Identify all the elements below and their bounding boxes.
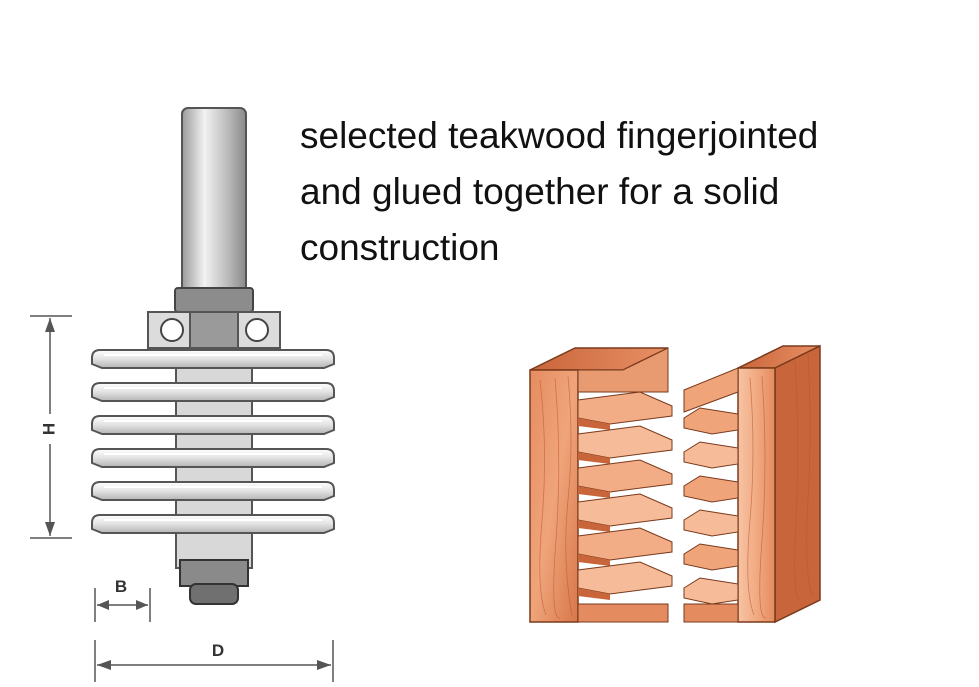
left-finger [577, 493, 673, 527]
left-finger [577, 391, 673, 425]
left-finger [577, 425, 673, 459]
left-finger-shadow [578, 520, 610, 532]
dimension-h-label: H [39, 423, 58, 435]
dimension-d-label: D [212, 641, 224, 660]
left-finger-shadow [578, 418, 610, 430]
left-block-fingers [577, 391, 673, 600]
description-line-2: and glued together for a solid [300, 171, 780, 212]
description-line-3: construction [300, 227, 500, 268]
left-finger [577, 561, 673, 595]
bearing-ball-left [160, 318, 184, 342]
left-finger-shadow [578, 486, 610, 498]
bottom-bearing [189, 583, 239, 605]
right-finger [683, 441, 739, 469]
right-finger [683, 577, 739, 605]
bearing-ball-right [245, 318, 269, 342]
description-line-1: selected teakwood fingerjointed [300, 115, 819, 156]
dimension-h: H [30, 315, 72, 539]
right-finger [683, 509, 739, 537]
right-finger [683, 543, 739, 571]
description-text: selected teakwood fingerjointed and glue… [300, 108, 970, 276]
left-finger-shadow [578, 588, 610, 600]
dimension-b-label: B [115, 577, 127, 596]
left-finger [577, 459, 673, 493]
left-finger-shadow [578, 452, 610, 464]
right-finger [683, 475, 739, 503]
left-wood-block [529, 347, 673, 623]
cutter-stack [91, 349, 335, 534]
dimension-d: D [94, 640, 334, 682]
right-block-fingers [683, 407, 739, 605]
left-finger-shadow [578, 554, 610, 566]
dimension-b: B [94, 577, 151, 622]
right-wood-block [683, 344, 821, 624]
left-finger [577, 527, 673, 561]
right-finger [683, 407, 739, 435]
